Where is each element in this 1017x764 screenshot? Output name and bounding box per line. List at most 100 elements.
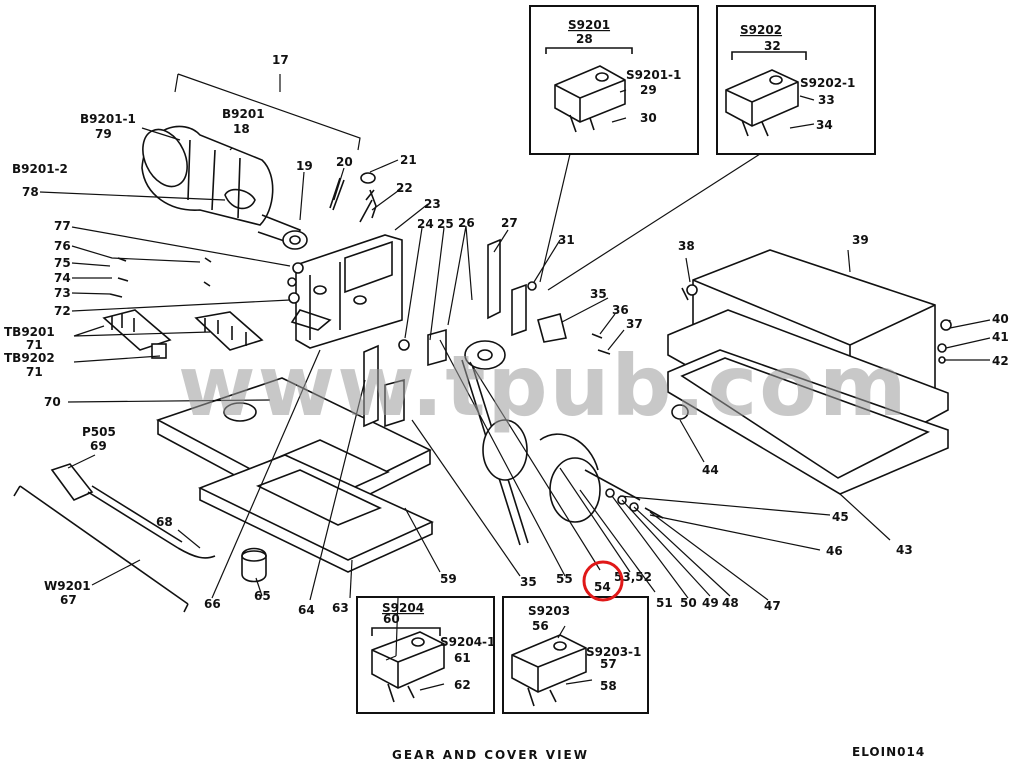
s9203-sub: S9203-1 [586, 645, 641, 659]
s9202-a: 33 [818, 93, 835, 107]
label-45: 45 [832, 510, 849, 524]
label-39: 39 [852, 233, 869, 247]
s9204-a: 61 [454, 651, 471, 665]
label-b9201: B9201 [222, 107, 265, 121]
label-79: 79 [95, 127, 112, 141]
s9202-sub: S9202-1 [800, 76, 855, 90]
terminal-boards [102, 309, 264, 359]
inset-s9202 [716, 5, 876, 155]
label-50: 50 [680, 596, 697, 610]
label-72: 72 [54, 304, 71, 318]
s9201-title: S9201 [568, 18, 610, 32]
label-59: 59 [440, 572, 457, 586]
label-73: 73 [54, 286, 71, 300]
s9201-sub: S9201-1 [626, 68, 681, 82]
label-67: 67 [60, 593, 77, 607]
label-44: 44 [702, 463, 719, 477]
s9201-a: 29 [640, 83, 657, 97]
label-64: 64 [298, 603, 315, 617]
label-25: 25 [437, 217, 454, 231]
label-35b: 35 [520, 575, 537, 589]
label-74: 74 [54, 271, 71, 285]
label-78: 78 [22, 185, 39, 199]
label-17: 17 [272, 53, 289, 67]
label-b9201-1: B9201-1 [80, 112, 136, 126]
cover-assembly [667, 249, 952, 495]
label-21: 21 [400, 153, 417, 167]
s9203-num: 56 [532, 619, 549, 633]
cable-assembly [13, 463, 216, 613]
figure-id: ELOIN014 [852, 745, 925, 759]
label-42: 42 [992, 354, 1009, 368]
label-54: 54 [594, 580, 611, 594]
highlight-circle [582, 560, 624, 602]
bracket-plate [290, 234, 403, 349]
label-18: 18 [233, 122, 250, 136]
lower-plate [198, 454, 434, 573]
watermark: www.tpub.com [178, 337, 909, 435]
label-46: 46 [826, 544, 843, 558]
label-70: 70 [44, 395, 61, 409]
label-31: 31 [558, 233, 575, 247]
label-tb9202: TB9202 [4, 351, 55, 365]
s9201-b: 30 [640, 111, 657, 125]
label-27: 27 [501, 216, 518, 230]
s9203-b: 58 [600, 679, 617, 693]
inset-s9204 [356, 596, 495, 714]
label-71a: 71 [26, 338, 43, 352]
s9203-a: 57 [600, 657, 617, 671]
label-23: 23 [424, 197, 441, 211]
s9204-num: 60 [383, 612, 400, 626]
label-38: 38 [678, 239, 695, 253]
s9202-num: 32 [764, 39, 781, 53]
label-71b: 71 [26, 365, 43, 379]
inset-labels: S9201 28 S9201-1 29 30 S9202 32 S9202-1 … [382, 18, 855, 693]
label-47: 47 [764, 599, 781, 613]
label-49: 49 [702, 596, 719, 610]
label-37: 37 [626, 317, 643, 331]
label-w9201: W9201 [44, 579, 91, 593]
label-77: 77 [54, 219, 71, 233]
left-hardware [109, 257, 304, 304]
small-parts [241, 404, 689, 583]
label-76: 76 [54, 239, 71, 253]
label-66: 66 [204, 597, 221, 611]
inset-s9203 [502, 596, 649, 714]
label-43: 43 [896, 543, 913, 557]
s9201-num: 28 [576, 32, 593, 46]
label-48: 48 [722, 596, 739, 610]
label-20: 20 [336, 155, 353, 169]
label-35a: 35 [590, 287, 607, 301]
label-51: 51 [656, 596, 673, 610]
label-68: 68 [156, 515, 173, 529]
s9202-title: S9202 [740, 23, 782, 37]
s9203-title: S9203 [528, 604, 570, 618]
callout-labels: 17 B9201-1 79 B9201 18 B9201-2 78 19 20 … [4, 53, 1009, 617]
label-tb9201: TB9201 [4, 325, 55, 339]
motor-assembly [141, 125, 308, 250]
s9202-b: 34 [816, 118, 833, 132]
label-22: 22 [396, 181, 413, 195]
label-b9201-2: B9201-2 [12, 162, 68, 176]
figure-caption: GEAR AND COVER VIEW [392, 748, 589, 762]
label-40: 40 [992, 312, 1009, 326]
label-63: 63 [332, 601, 349, 615]
inset-s9201 [529, 5, 699, 155]
label-65: 65 [254, 589, 271, 603]
label-19: 19 [296, 159, 313, 173]
hardware-column [329, 172, 377, 223]
label-75: 75 [54, 256, 71, 270]
label-p505: P505 [82, 425, 116, 439]
label-55: 55 [556, 572, 573, 586]
s9204-title: S9204 [382, 601, 424, 615]
label-36: 36 [612, 303, 629, 317]
s9204-sub: S9204-1 [440, 635, 495, 649]
label-69: 69 [90, 439, 107, 453]
label-26: 26 [458, 216, 475, 230]
s9204-b: 62 [454, 678, 471, 692]
leader-lines [39, 73, 991, 691]
switch-brackets [363, 238, 611, 428]
label-41: 41 [992, 330, 1009, 344]
label-24: 24 [417, 217, 434, 231]
